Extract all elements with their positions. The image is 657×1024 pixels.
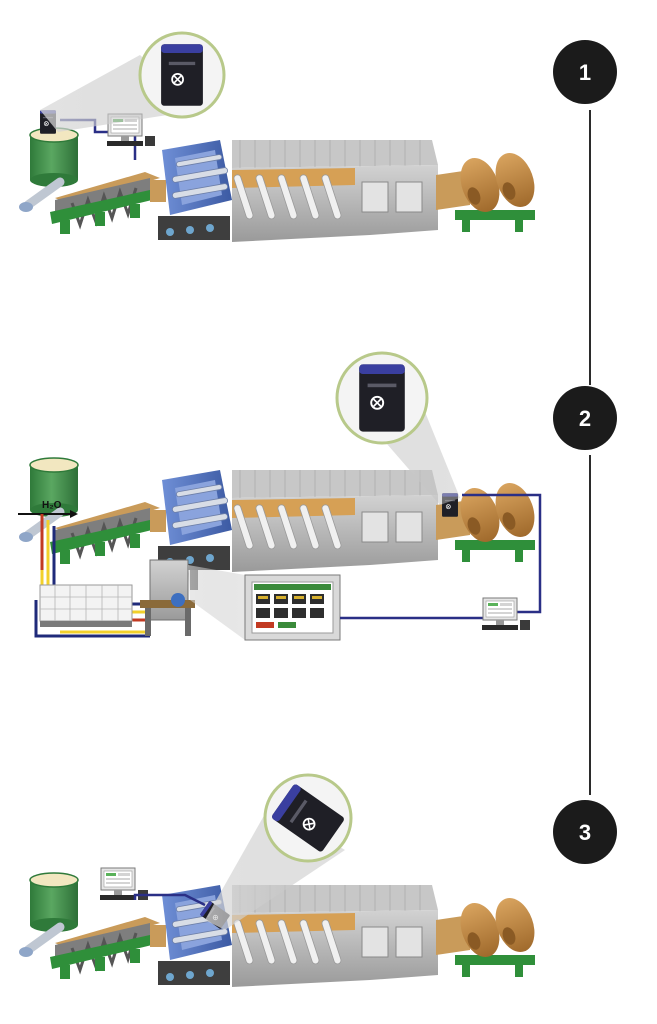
stage-2: H₂O — [18, 351, 541, 641]
step-marker-1: 1 — [553, 40, 617, 104]
stage-1 — [19, 31, 541, 242]
step-number-1: 1 — [579, 60, 591, 85]
instrument-icon-zoom — [358, 363, 406, 433]
computer-icon — [481, 597, 531, 631]
stage-3 — [19, 773, 541, 987]
totes-icon — [39, 584, 133, 627]
instrument-icon-zoom — [160, 43, 204, 107]
step-number-3: 3 — [579, 820, 591, 845]
touchscreen-icon — [244, 574, 341, 641]
step-marker-3: 3 — [553, 800, 617, 864]
step-number-2: 2 — [579, 406, 591, 431]
water-label: H₂O — [42, 500, 62, 511]
step-marker-2: 2 — [553, 386, 617, 450]
